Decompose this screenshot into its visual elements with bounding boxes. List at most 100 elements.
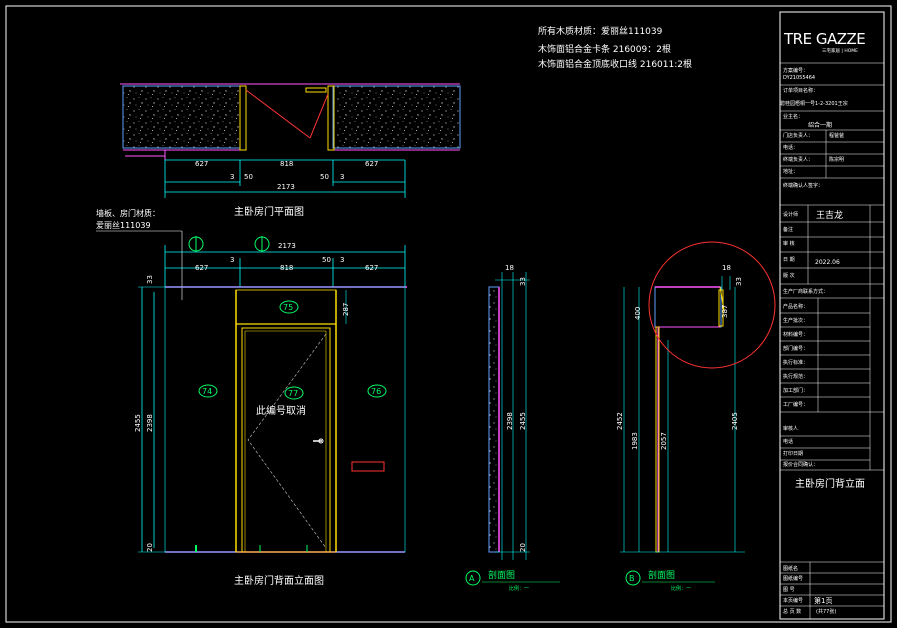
svg-text:627: 627 [365, 264, 378, 272]
door-material-value: 爱丽丝111039 [96, 220, 151, 230]
svg-text:地址：: 地址： [783, 168, 798, 175]
svg-text:818: 818 [280, 264, 293, 272]
svg-text:执行规范：: 执行规范： [783, 373, 808, 380]
svg-text:2455: 2455 [519, 412, 527, 430]
door-plate [351, 461, 385, 472]
svg-text:比例：一: 比例：一 [509, 585, 529, 592]
svg-text:电话: 电话 [783, 438, 793, 445]
svg-text:50: 50 [320, 173, 329, 181]
page-total: (共77张) [816, 608, 836, 615]
svg-text:剖面图: 剖面图 [488, 569, 515, 581]
svg-text:3: 3 [230, 256, 234, 264]
svg-text:图纸名: 图纸名 [783, 565, 798, 572]
title-block: TRE GAZZE 三宅家居 | HOME 方案编号： DY21055464 订… [779, 11, 885, 620]
svg-text:门店负责人：: 门店负责人： [783, 132, 813, 139]
svg-text:2398: 2398 [146, 414, 154, 432]
svg-text:打印日期: 打印日期 [783, 450, 803, 457]
svg-text:DY21055464: DY21055464 [783, 75, 815, 81]
sheet-title: 主卧房门背立面 [795, 477, 865, 490]
svg-text:程爸爸: 程爸爸 [829, 132, 844, 139]
svg-text:日 期: 日 期 [783, 257, 795, 263]
elevation-view: 2173 627 3 818 50 3 627 75 74 77 76 此编 [134, 236, 407, 587]
svg-text:备注: 备注 [783, 226, 793, 233]
tag-74 [198, 384, 218, 398]
section-a: 18 33 2398 2455 20 A 剖面图 比例：一 [465, 264, 560, 592]
svg-text:33: 33 [519, 277, 527, 286]
note-material: 所有木质材质：爱丽丝111039 [538, 25, 663, 37]
tag-76 [367, 384, 387, 398]
elevation-title: 主卧房门背面立面图 [234, 574, 324, 587]
svg-text:报价合同确认：: 报价合同确认： [783, 461, 818, 468]
tag-77 [284, 386, 304, 400]
svg-text:2405: 2405 [731, 412, 739, 430]
note-line2: 木饰面铝合金顶底收口线 216011:2根 [538, 58, 692, 70]
cancel-note: 此编号取消 [256, 404, 306, 417]
sheet-border [5, 5, 892, 623]
svg-text:2173: 2173 [277, 183, 295, 191]
svg-text:2452: 2452 [616, 412, 624, 430]
detail-highlight-circle [648, 241, 776, 369]
svg-text:74: 74 [202, 387, 212, 396]
svg-text:287: 287 [342, 303, 350, 316]
svg-text:2022.06: 2022.06 [815, 259, 840, 266]
brand-logo: TRE GAZZE [783, 30, 865, 48]
svg-text:A: A [469, 574, 475, 583]
svg-text:76: 76 [371, 387, 381, 396]
svg-text:33: 33 [735, 277, 743, 286]
svg-text:审 核: 审 核 [783, 240, 795, 247]
svg-text:工厂编号：: 工厂编号： [783, 401, 808, 408]
svg-text:剖面图: 剖面图 [648, 569, 675, 581]
svg-text:终端确认人签字：: 终端确认人签字： [783, 182, 823, 189]
svg-text:18: 18 [722, 264, 731, 272]
svg-text:3: 3 [230, 173, 234, 181]
svg-text:1983: 1983 [631, 432, 639, 450]
svg-text:陈宗明: 陈宗明 [829, 156, 844, 163]
plan-view: 627 818 627 3 50 50 3 2173 主卧房门平面图 [120, 83, 461, 218]
svg-text:627: 627 [195, 264, 208, 272]
svg-text:2398: 2398 [506, 412, 514, 430]
svg-text:材料编号：: 材料编号： [783, 331, 808, 338]
svg-text:生产厂商联系方式：: 生产厂商联系方式： [783, 288, 828, 295]
svg-text:18: 18 [505, 264, 514, 272]
plan-title: 主卧房门平面图 [234, 205, 304, 218]
svg-text:77: 77 [288, 389, 298, 398]
svg-text:20: 20 [519, 543, 527, 552]
designer-name: 王吉龙 [816, 209, 843, 221]
svg-text:部门编号：: 部门编号： [783, 345, 808, 352]
svg-text:387: 387 [721, 305, 729, 318]
svg-text:400: 400 [634, 307, 642, 320]
brand-logo-sub: 三宅家居 | HOME [822, 47, 858, 54]
note-line1: 木饰面铝合金卡条 216009：2根 [538, 43, 671, 55]
door-material-label: 墙板、房门材质： [96, 208, 160, 218]
svg-text:设计师: 设计师 [783, 211, 798, 218]
svg-text:50: 50 [322, 256, 331, 264]
svg-text:审核人: 审核人 [783, 425, 798, 432]
section-a-marker [465, 570, 481, 586]
svg-text:50: 50 [244, 173, 253, 181]
svg-text:终端负责人：: 终端负责人： [783, 156, 813, 163]
svg-text:3: 3 [340, 256, 344, 264]
svg-text:图纸编号: 图纸编号 [783, 575, 803, 582]
svg-text:2455: 2455 [134, 414, 142, 432]
svg-text:产品名称：: 产品名称： [783, 303, 808, 310]
svg-text:生产批次：: 生产批次： [783, 317, 808, 324]
section-b: 18 33 400 387 2452 1983 2057 2405 B 剖面图 … [616, 241, 776, 592]
svg-text:627: 627 [365, 160, 378, 168]
svg-text:818: 818 [280, 160, 293, 168]
svg-text:627: 627 [195, 160, 208, 168]
page-number: 第1页 [814, 596, 832, 605]
svg-text:业主名：: 业主名： [783, 113, 803, 120]
svg-text:订单项目名称：: 订单项目名称： [783, 87, 818, 94]
svg-text:3: 3 [340, 173, 344, 181]
svg-text:执行标准：: 执行标准： [783, 359, 808, 366]
tag-75 [279, 300, 299, 314]
svg-text:加工部门：: 加工部门： [783, 387, 808, 394]
svg-text:2173: 2173 [278, 242, 296, 250]
svg-text:绍合一期: 绍合一期 [808, 121, 832, 129]
svg-text:本页编号: 本页编号 [783, 597, 803, 604]
svg-text:20: 20 [146, 543, 154, 552]
svg-text:比例：一: 比例：一 [671, 585, 691, 592]
svg-text:总 页 数: 总 页 数 [783, 608, 801, 615]
svg-text:碧桂园梧桐一号1-2-3201王宗: 碧桂园梧桐一号1-2-3201王宗 [780, 100, 848, 107]
